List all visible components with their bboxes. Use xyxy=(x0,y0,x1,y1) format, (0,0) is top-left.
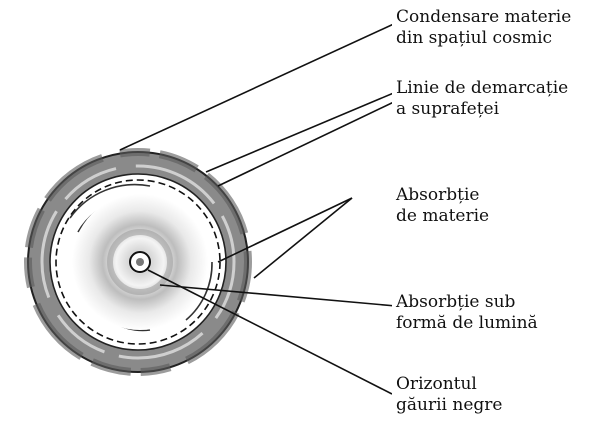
label-surface-demarcation: Linie de demarcație a suprafeței xyxy=(392,78,573,120)
pointer-condensation xyxy=(119,21,399,151)
pointer-absorption-1 xyxy=(217,197,353,263)
pointer-horizon xyxy=(147,269,393,395)
pointer-surface-2 xyxy=(217,99,399,187)
label-absorption: Absorbție de materie xyxy=(392,185,494,227)
pointer-light xyxy=(159,284,397,307)
label-light-absorption: Absorbție sub formă de lumină xyxy=(392,292,542,334)
event-horizon xyxy=(129,251,151,273)
pointer-surface-1 xyxy=(205,91,397,173)
pointer-lines xyxy=(119,21,399,395)
pointer-absorption-2 xyxy=(253,197,353,279)
glow-ring xyxy=(107,229,173,295)
label-event-horizon: Orizontul găurii negre xyxy=(392,374,507,416)
surface-demarcation-line xyxy=(55,179,221,345)
label-condensation: Condensare materie din spațiul cosmic xyxy=(392,7,576,49)
